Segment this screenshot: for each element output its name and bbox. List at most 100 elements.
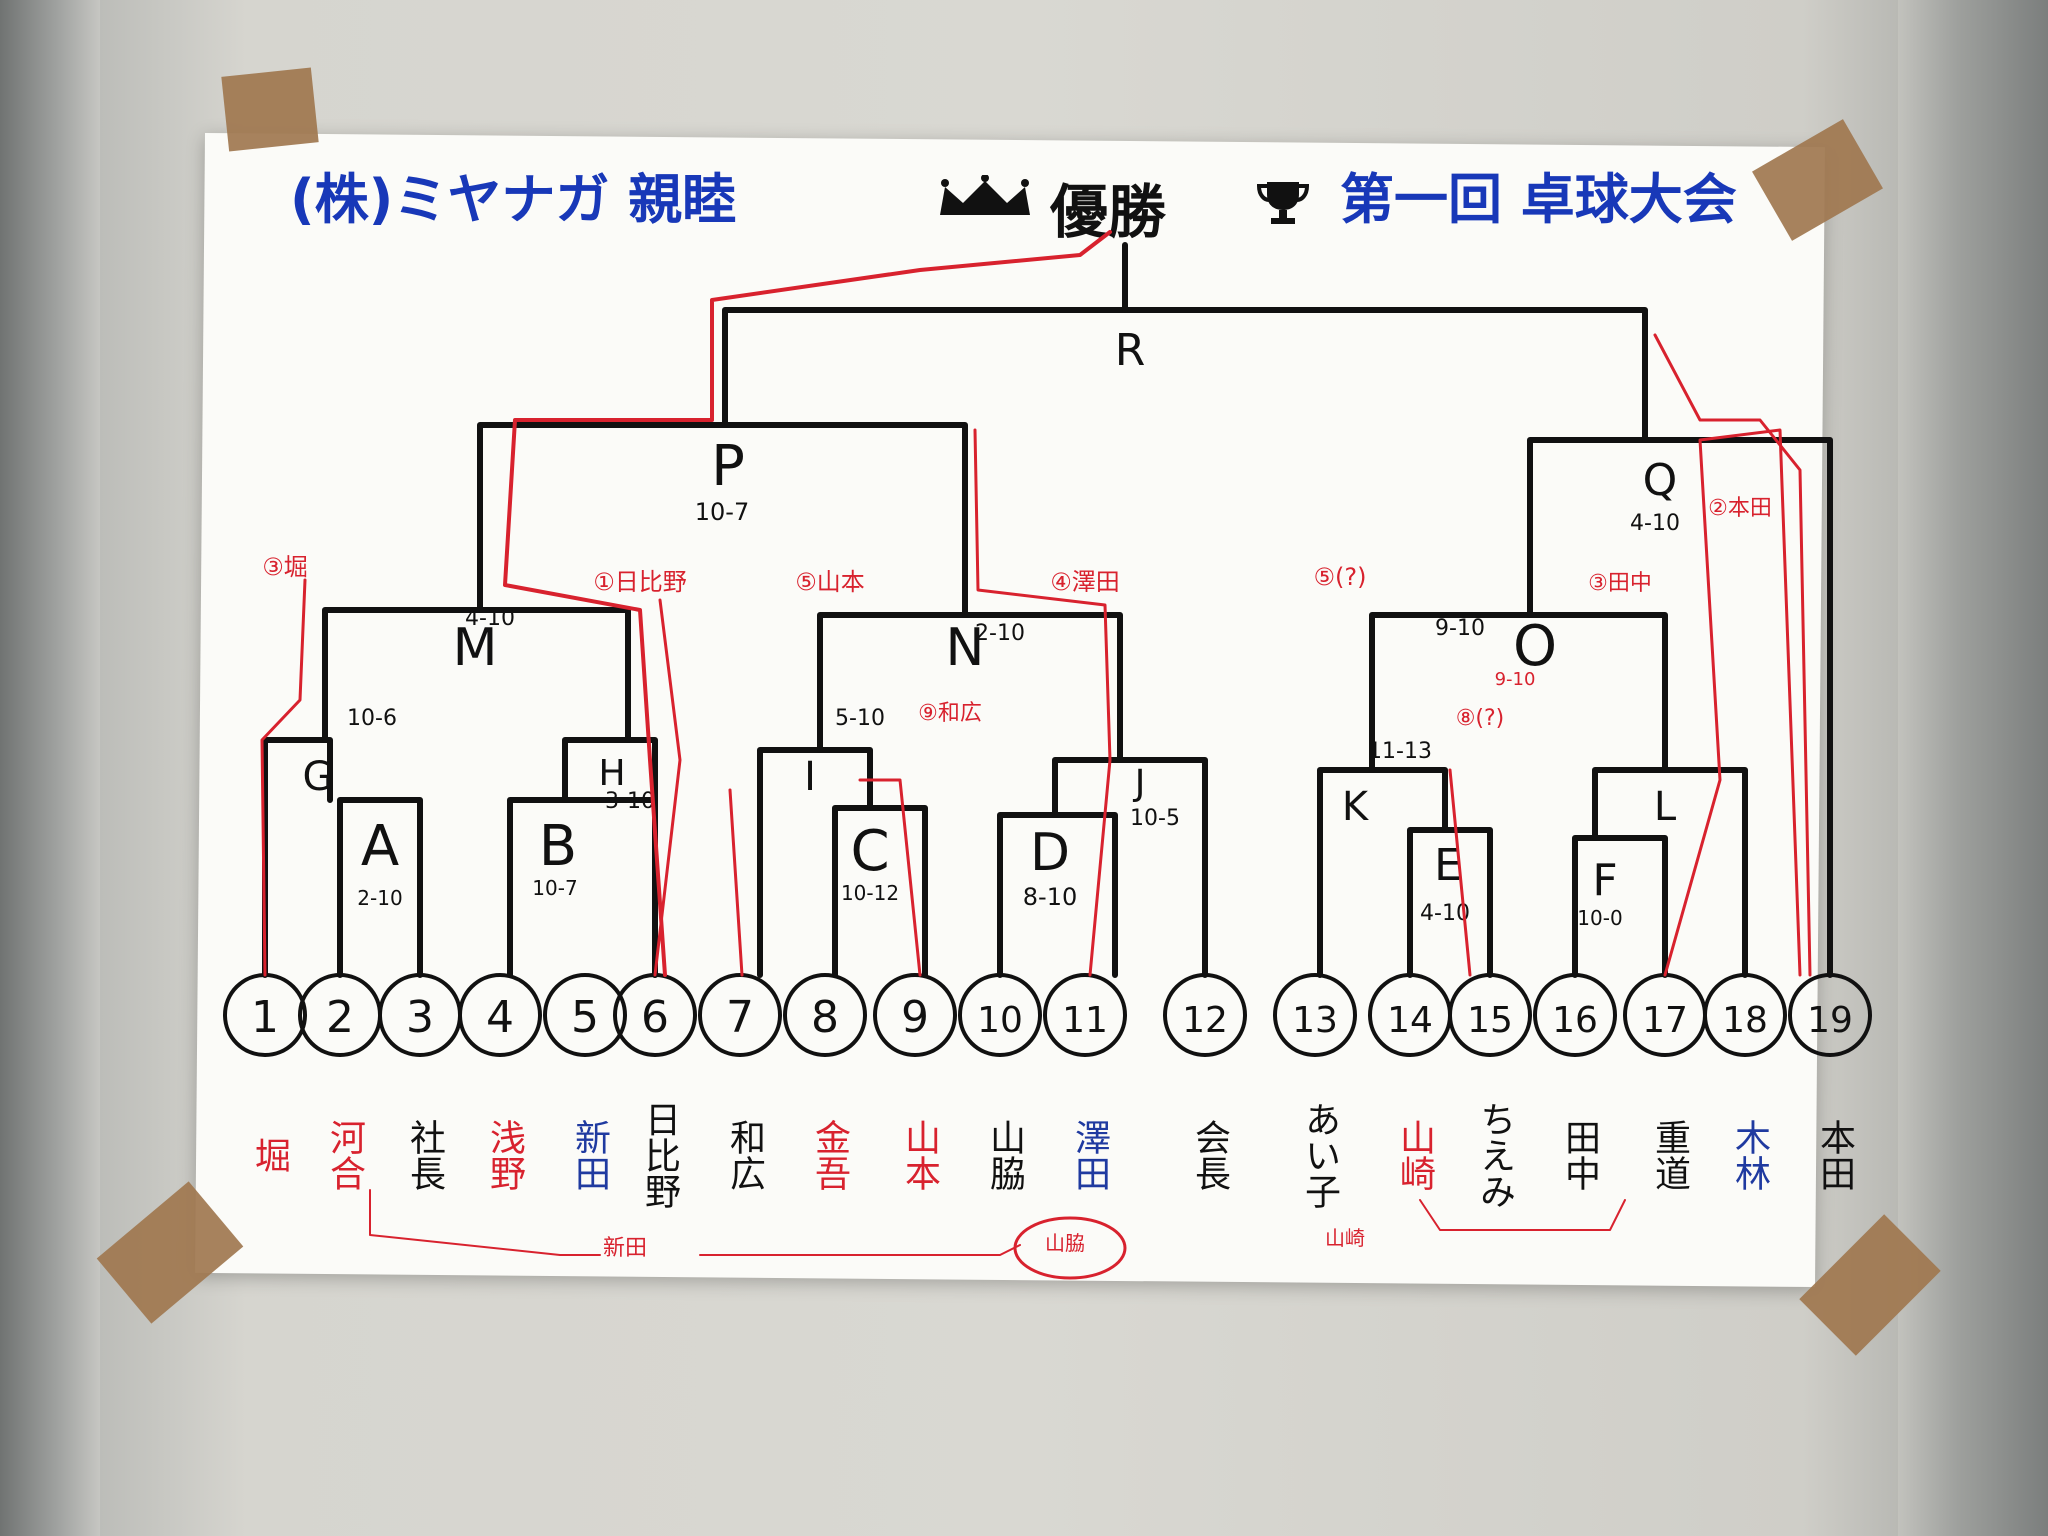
match-h-score: 3-10 — [605, 789, 655, 814]
player-number: 12 — [1182, 1000, 1228, 1041]
player-name: あい子 — [1299, 1101, 1340, 1209]
match-k-letter: K — [1342, 784, 1370, 830]
player-circle — [1273, 973, 1357, 1057]
match-o-letter: O — [1513, 614, 1557, 679]
match-r-bracket — [722, 307, 1648, 443]
annotation-q-right: ②本田 — [1708, 496, 1772, 521]
annotation-bottom-3: 山崎 — [1325, 1226, 1365, 1250]
match-c-letter: C — [850, 819, 889, 884]
path-red-7 — [728, 788, 744, 977]
trophy-icon — [1256, 182, 1310, 224]
match-b-score: 10-7 — [532, 876, 577, 900]
match-m-bracket — [322, 607, 631, 743]
match-c-bracket — [832, 805, 928, 978]
annotation-m-left: ③堀 — [262, 553, 308, 581]
winner-path-red — [503, 230, 1112, 977]
annotation-o-score2: 9-10 — [1495, 669, 1536, 690]
player-number: 16 — [1552, 1000, 1598, 1041]
match-d-score: 8-10 — [1023, 883, 1077, 911]
match-q-bracket — [1527, 437, 1833, 978]
match-j-letter: J — [1133, 763, 1146, 804]
player-number: 11 — [1062, 1000, 1108, 1041]
match-l-letter: L — [1654, 784, 1677, 830]
player-name: ちえみ — [1474, 1101, 1515, 1209]
player-number: 19 — [1807, 1000, 1853, 1041]
player-name: 河合 — [324, 1119, 365, 1191]
match-k-score: 11-13 — [1368, 739, 1432, 764]
player-name: 社長 — [404, 1119, 445, 1191]
match-p-letter: P — [711, 434, 745, 499]
player-name: 金吾 — [809, 1119, 850, 1191]
player-circle — [543, 973, 627, 1057]
match-j-bracket — [1052, 757, 1208, 978]
player-number: 13 — [1292, 1000, 1338, 1041]
player-name: 新田 — [569, 1119, 610, 1191]
player-number: 15 — [1467, 1000, 1513, 1041]
player-name: 澤田 — [1069, 1119, 1110, 1191]
player-name: 山本 — [899, 1119, 940, 1191]
player-number: 9 — [901, 992, 929, 1043]
annotation-n-mid: ⑨和広 — [918, 701, 982, 726]
match-n-letter: N — [946, 618, 985, 678]
player-circle — [458, 973, 542, 1057]
match-e-score: 4-10 — [1420, 901, 1470, 926]
player-number: 5 — [571, 992, 599, 1043]
match-j-score: 10-5 — [1130, 806, 1180, 831]
annotation-n-left: ⑤山本 — [795, 568, 865, 596]
player-number: 18 — [1722, 1000, 1768, 1041]
match-f-score: 10-0 — [1577, 906, 1622, 930]
path-red-q — [1653, 333, 1812, 977]
player-number: 7 — [726, 992, 754, 1043]
title-tournament: 第一回 卓球大会 — [1340, 168, 1737, 231]
annotation-q-mid: ③田中 — [1588, 571, 1652, 596]
path-red-1 — [260, 578, 307, 977]
path-red-6 — [653, 598, 682, 977]
match-e-bracket — [1407, 827, 1493, 978]
match-k-bracket — [1317, 767, 1448, 978]
match-f-bracket — [1572, 835, 1668, 978]
player-number: 10 — [977, 1000, 1023, 1041]
bottom-line-3 — [1419, 1199, 1626, 1231]
player-number: 8 — [811, 992, 839, 1043]
path-red-9 — [858, 778, 922, 977]
player-name: 和広 — [724, 1119, 765, 1191]
match-o-score: 9-10 — [1435, 616, 1485, 641]
match-a-bracket — [337, 797, 423, 978]
match-o-bracket — [1369, 612, 1668, 773]
match-a-score: 2-10 — [357, 886, 402, 910]
player-name: 本田 — [1814, 1119, 1855, 1191]
bottom-line-1 — [369, 1189, 601, 1256]
player-number: 1 — [251, 992, 279, 1043]
player-circle — [1043, 973, 1127, 1057]
player-name: 山脇 — [984, 1119, 1025, 1191]
player-name: 会長 — [1189, 1119, 1230, 1191]
player-name: 日比野 — [639, 1101, 680, 1209]
player-number: 14 — [1387, 1000, 1433, 1041]
annotation-o-left: ⑤(?) — [1314, 563, 1367, 591]
match-p-score: 10-7 — [695, 498, 749, 526]
match-g-score: 10-6 — [347, 706, 397, 731]
player-name: 田中 — [1559, 1119, 1600, 1191]
wall-frame-left — [0, 0, 100, 1536]
path-red-11 — [973, 428, 1112, 977]
player-name: 浅野 — [484, 1119, 525, 1191]
match-g-letter: G — [303, 754, 334, 800]
match-q-letter: Q — [1643, 455, 1678, 506]
annotation-m-right: ①日比野 — [593, 568, 687, 596]
match-a-letter: A — [361, 814, 399, 879]
crown-icon — [940, 175, 1030, 215]
player-number: 2 — [326, 992, 354, 1043]
match-c-score: 10-12 — [841, 881, 899, 905]
player-circle — [783, 973, 867, 1057]
player-name: 堀 — [249, 1137, 290, 1173]
annotation-bottom-2: 山脇 — [1045, 1231, 1085, 1255]
match-i-score: 5-10 — [835, 706, 885, 731]
match-m-score: 4-10 — [465, 606, 515, 631]
annotation-n-right: ④澤田 — [1050, 568, 1120, 596]
player-name: 重道 — [1649, 1119, 1690, 1191]
player-circle — [698, 973, 782, 1057]
match-q-score: 4-10 — [1630, 511, 1680, 536]
match-b-letter: B — [539, 814, 577, 879]
player-name: 山崎 — [1394, 1119, 1435, 1191]
